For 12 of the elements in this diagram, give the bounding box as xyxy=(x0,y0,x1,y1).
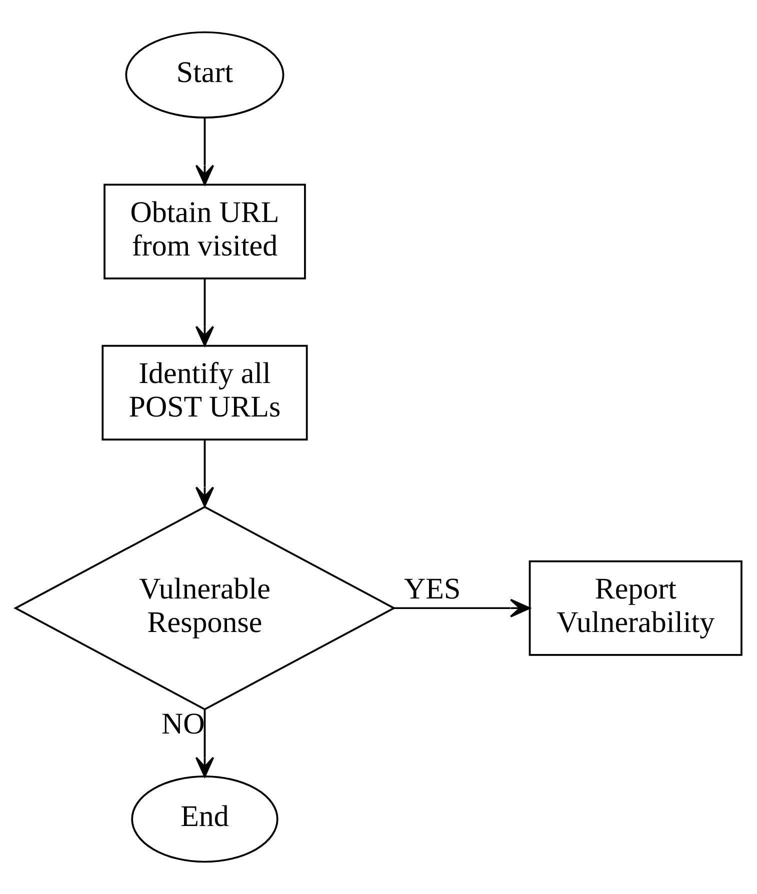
node-ellipse: End xyxy=(131,776,278,863)
arrow xyxy=(195,278,214,346)
node-diamond: Vulnerable Response xyxy=(14,506,396,710)
node-box: Report Vulnerability xyxy=(528,560,742,656)
arrow xyxy=(195,118,214,186)
arrow xyxy=(394,598,530,618)
node-box: Identify all POST URLs xyxy=(102,344,308,440)
node-box: Obtain URL from visited xyxy=(104,184,306,280)
arrow xyxy=(195,440,214,508)
node-ellipse: Start xyxy=(125,31,284,118)
arrow xyxy=(195,709,214,778)
edge-label: YES xyxy=(404,572,461,606)
